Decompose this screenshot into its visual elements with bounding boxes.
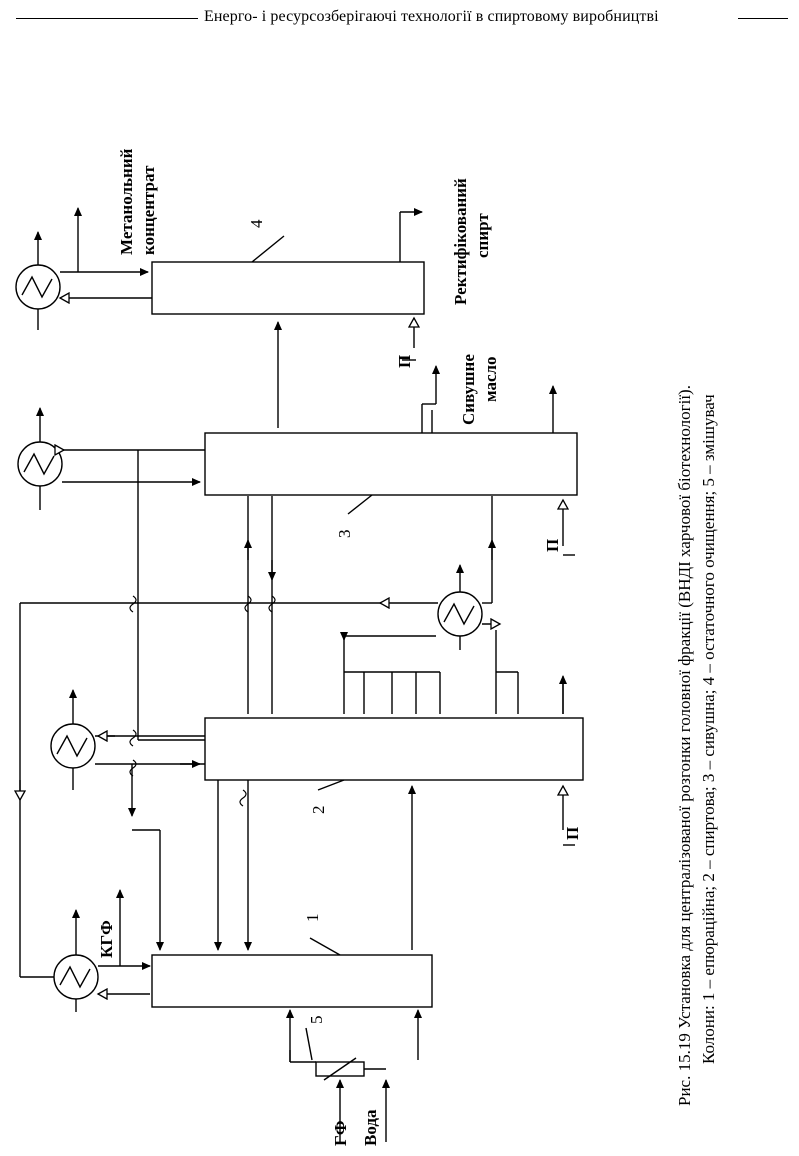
header-title: Енерго- і ресурсозберігаючі технології в… xyxy=(204,8,659,25)
label-fusel-1: Сивушне xyxy=(459,354,478,425)
label-steam-col3: П xyxy=(543,539,562,552)
col4-condenser xyxy=(15,264,61,310)
figure-caption: Рис. 15.19 Установка для централізованої… xyxy=(675,385,718,1106)
header-rule-right xyxy=(738,18,788,19)
label-col-5: 5 xyxy=(307,1016,326,1025)
column-1 xyxy=(151,954,433,1008)
label-gf: ГФ xyxy=(331,1121,350,1146)
col3-condenser xyxy=(17,441,63,487)
heat-exchanger xyxy=(437,591,483,637)
label-methanol-1: Метанольний xyxy=(117,148,136,255)
label-col-1: 1 xyxy=(303,914,322,923)
header-rule-left xyxy=(16,18,198,19)
label-steam-col4: П xyxy=(395,355,414,368)
label-col-4: 4 xyxy=(247,219,266,228)
label-col-3: 3 xyxy=(335,530,354,539)
label-rectified-2: спирт xyxy=(473,213,492,258)
column-4 xyxy=(151,261,425,315)
diagram-labels: Метанольний концентрат Ректифікований сп… xyxy=(97,148,582,1146)
column-2 xyxy=(204,717,584,781)
label-col-2: 2 xyxy=(309,806,328,815)
page-header: Енерго- і ресурсозберігаючі технології в… xyxy=(0,6,799,28)
caption-line-1: Рис. 15.19 Установка для централізованої… xyxy=(675,385,694,1106)
column-3 xyxy=(204,432,578,496)
col1-condenser xyxy=(53,954,99,1000)
label-rectified-1: Ректифікований xyxy=(451,178,470,305)
label-methanol-2: концентрат xyxy=(139,165,158,255)
label-water: Вода xyxy=(361,1109,380,1146)
caption-line-2: Колони: 1 – епюраційна; 2 – спиртова; 3 … xyxy=(699,394,718,1064)
label-kgf: КГФ xyxy=(97,920,116,958)
col2-condenser xyxy=(50,723,96,769)
label-steam-col2: П xyxy=(563,827,582,840)
label-fusel-2: масло xyxy=(481,356,500,402)
